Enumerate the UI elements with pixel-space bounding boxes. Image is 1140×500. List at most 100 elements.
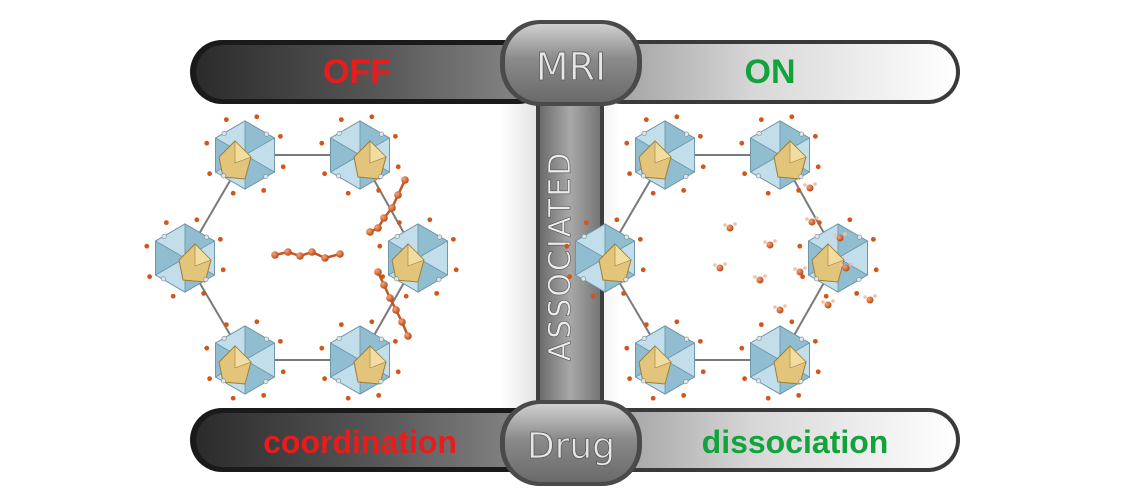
connector-post	[540, 98, 600, 414]
carbon-atom	[580, 276, 586, 282]
molecule-hydrogen	[831, 299, 835, 303]
oxygen-atom	[624, 140, 630, 146]
metal-cluster	[739, 319, 821, 401]
metal-cluster	[319, 319, 401, 401]
cluster-facet	[664, 137, 695, 173]
carbon-atom	[221, 130, 227, 136]
ligand-atom	[380, 214, 388, 222]
cluster-facet	[417, 240, 448, 276]
ligand-atom	[374, 268, 382, 276]
oxygen-atom	[427, 217, 433, 223]
oxygen-atom	[700, 369, 706, 375]
molecule-atom	[824, 301, 832, 309]
oxygen-atom	[621, 290, 627, 296]
oxygen-atom	[223, 117, 229, 123]
carbon-atom	[624, 234, 630, 240]
oxygen-atom	[643, 322, 649, 328]
ligand-atom	[284, 248, 292, 256]
molecule-atom	[766, 241, 774, 249]
oxygen-atom	[147, 274, 153, 280]
drug-label: Drug	[527, 426, 615, 467]
oxygen-atom	[261, 187, 267, 193]
released-molecule	[773, 304, 787, 314]
ligand-atom	[271, 251, 279, 259]
released-molecule	[793, 266, 807, 276]
oxygen-atom	[170, 293, 176, 299]
oxygen-atom	[590, 293, 596, 299]
molecule-hydrogen	[773, 305, 777, 309]
metal-cluster	[319, 114, 401, 196]
carbon-atom	[161, 233, 167, 239]
oxygen-atom	[392, 338, 398, 344]
oxygen-atom	[338, 117, 344, 123]
carbon-atom	[393, 276, 399, 282]
top-right-label: ON	[745, 53, 796, 91]
top-bar-right-segment	[594, 44, 956, 100]
oxygen-atom	[395, 369, 401, 375]
oxygen-atom	[207, 376, 213, 382]
carbon-atom	[335, 378, 341, 384]
oxygen-atom	[564, 243, 570, 249]
oxygen-atom	[322, 376, 328, 382]
released-molecule	[863, 294, 877, 304]
carbon-atom	[684, 131, 690, 137]
molecule-hydrogen	[763, 240, 767, 244]
ligand-atom	[366, 228, 374, 236]
oxygen-atom	[700, 164, 706, 170]
oxygen-atom	[403, 293, 409, 299]
carbon-atom	[683, 174, 689, 180]
gold-facet	[654, 140, 672, 164]
oxygen-atom	[377, 243, 383, 249]
mri-pill-body	[505, 24, 637, 102]
ligand-atom	[308, 248, 316, 256]
oxygen-atom	[681, 392, 687, 398]
metal-cluster	[564, 217, 646, 299]
coordinated-ligand	[374, 268, 412, 340]
molecule-atom	[756, 276, 764, 284]
oxygen-atom	[395, 164, 401, 170]
oxygen-atom	[204, 140, 210, 146]
oxygen-atom	[742, 376, 748, 382]
oxygen-atom	[742, 171, 748, 177]
ligand-atom	[321, 254, 329, 262]
carbon-atom	[798, 379, 804, 385]
oxygen-atom	[614, 217, 620, 223]
metal-cluster	[797, 217, 879, 299]
released-molecule	[821, 299, 835, 309]
bottom-switch-bar: coordination dissociation	[190, 408, 960, 472]
carbon-atom	[755, 378, 761, 384]
associated-connector: ASSOCIATED	[536, 96, 604, 416]
metal-cluster	[739, 114, 821, 196]
released-molecule	[803, 182, 817, 192]
oxygen-atom	[643, 117, 649, 123]
carbon-atom	[204, 234, 210, 240]
oxygen-atom	[230, 395, 236, 401]
ligand-atom	[388, 204, 396, 212]
molecule-atom	[776, 306, 784, 314]
oxygen-atom	[392, 133, 398, 139]
oxygen-atom	[812, 133, 818, 139]
molecule-hydrogen	[763, 274, 767, 278]
bottom-bar-left-segment	[196, 413, 548, 467]
molecule-hydrogen	[805, 217, 809, 221]
oxygen-atom	[567, 274, 573, 280]
cluster-facet	[244, 342, 275, 378]
carbon-atom	[379, 336, 385, 342]
coordinated-ligand	[271, 248, 344, 262]
mri-pill: MRI	[500, 20, 642, 106]
carbon-atom	[436, 277, 442, 283]
oxygen-atom	[322, 171, 328, 177]
gold-facet	[827, 243, 845, 267]
associated-label: ASSOCIATED	[543, 151, 578, 362]
oxygen-atom	[765, 190, 771, 196]
carbon-atom	[437, 234, 443, 240]
molecule-hydrogen	[839, 263, 843, 267]
carbon-atom	[799, 131, 805, 137]
oxygen-atom	[624, 345, 630, 351]
gold-facet	[369, 345, 387, 369]
gold-facet	[234, 140, 252, 164]
carbon-atom	[203, 277, 209, 283]
ligand-atom	[401, 176, 409, 184]
bottom-right-label: dissociation	[702, 424, 889, 460]
released-molecule	[763, 239, 777, 249]
